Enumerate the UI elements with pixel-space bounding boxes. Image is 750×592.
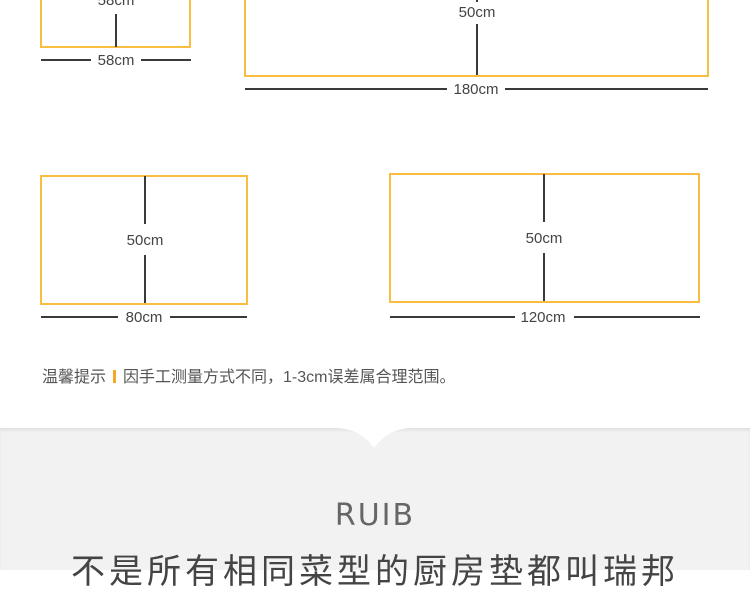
height-label: 50cm [458,4,496,21]
section-headline: 不是所有相同菜型的厨房垫都叫瑞邦 [71,553,679,591]
height-label: 58cm [97,0,135,9]
width-line-right [574,316,700,318]
tip-title: 温馨提示 [42,369,107,386]
width-line-left [245,88,447,90]
width-line-right [170,316,247,318]
brand-name: RUIB [334,498,416,533]
width-label: 80cm [125,309,163,326]
height-line-top [543,174,545,222]
width-label: 180cm [453,81,499,98]
height-line [115,14,117,47]
height-label: 50cm [126,232,164,249]
width-label: 120cm [520,309,566,326]
measurement-tip: 温馨提示因手工测量方式不同，1-3cm误差属合理范围。 [42,368,455,388]
width-label: 58cm [97,52,135,69]
brand-section [0,428,750,570]
width-line-right [141,59,191,61]
width-line-left [41,59,91,61]
section-notch [335,428,413,448]
height-line-top [476,0,478,2]
mat-outline [244,0,709,77]
width-line-left [390,316,515,318]
height-line-bottom [144,255,146,303]
height-label: 50cm [525,230,563,247]
width-line-right [505,88,708,90]
tip-divider [113,370,117,383]
tip-text: 因手工测量方式不同，1-3cm误差属合理范围。 [123,369,456,386]
mat-outline [40,0,191,48]
height-line-top [144,176,146,224]
width-line-left [41,316,118,318]
height-line [476,24,478,75]
height-line-bottom [543,253,545,301]
